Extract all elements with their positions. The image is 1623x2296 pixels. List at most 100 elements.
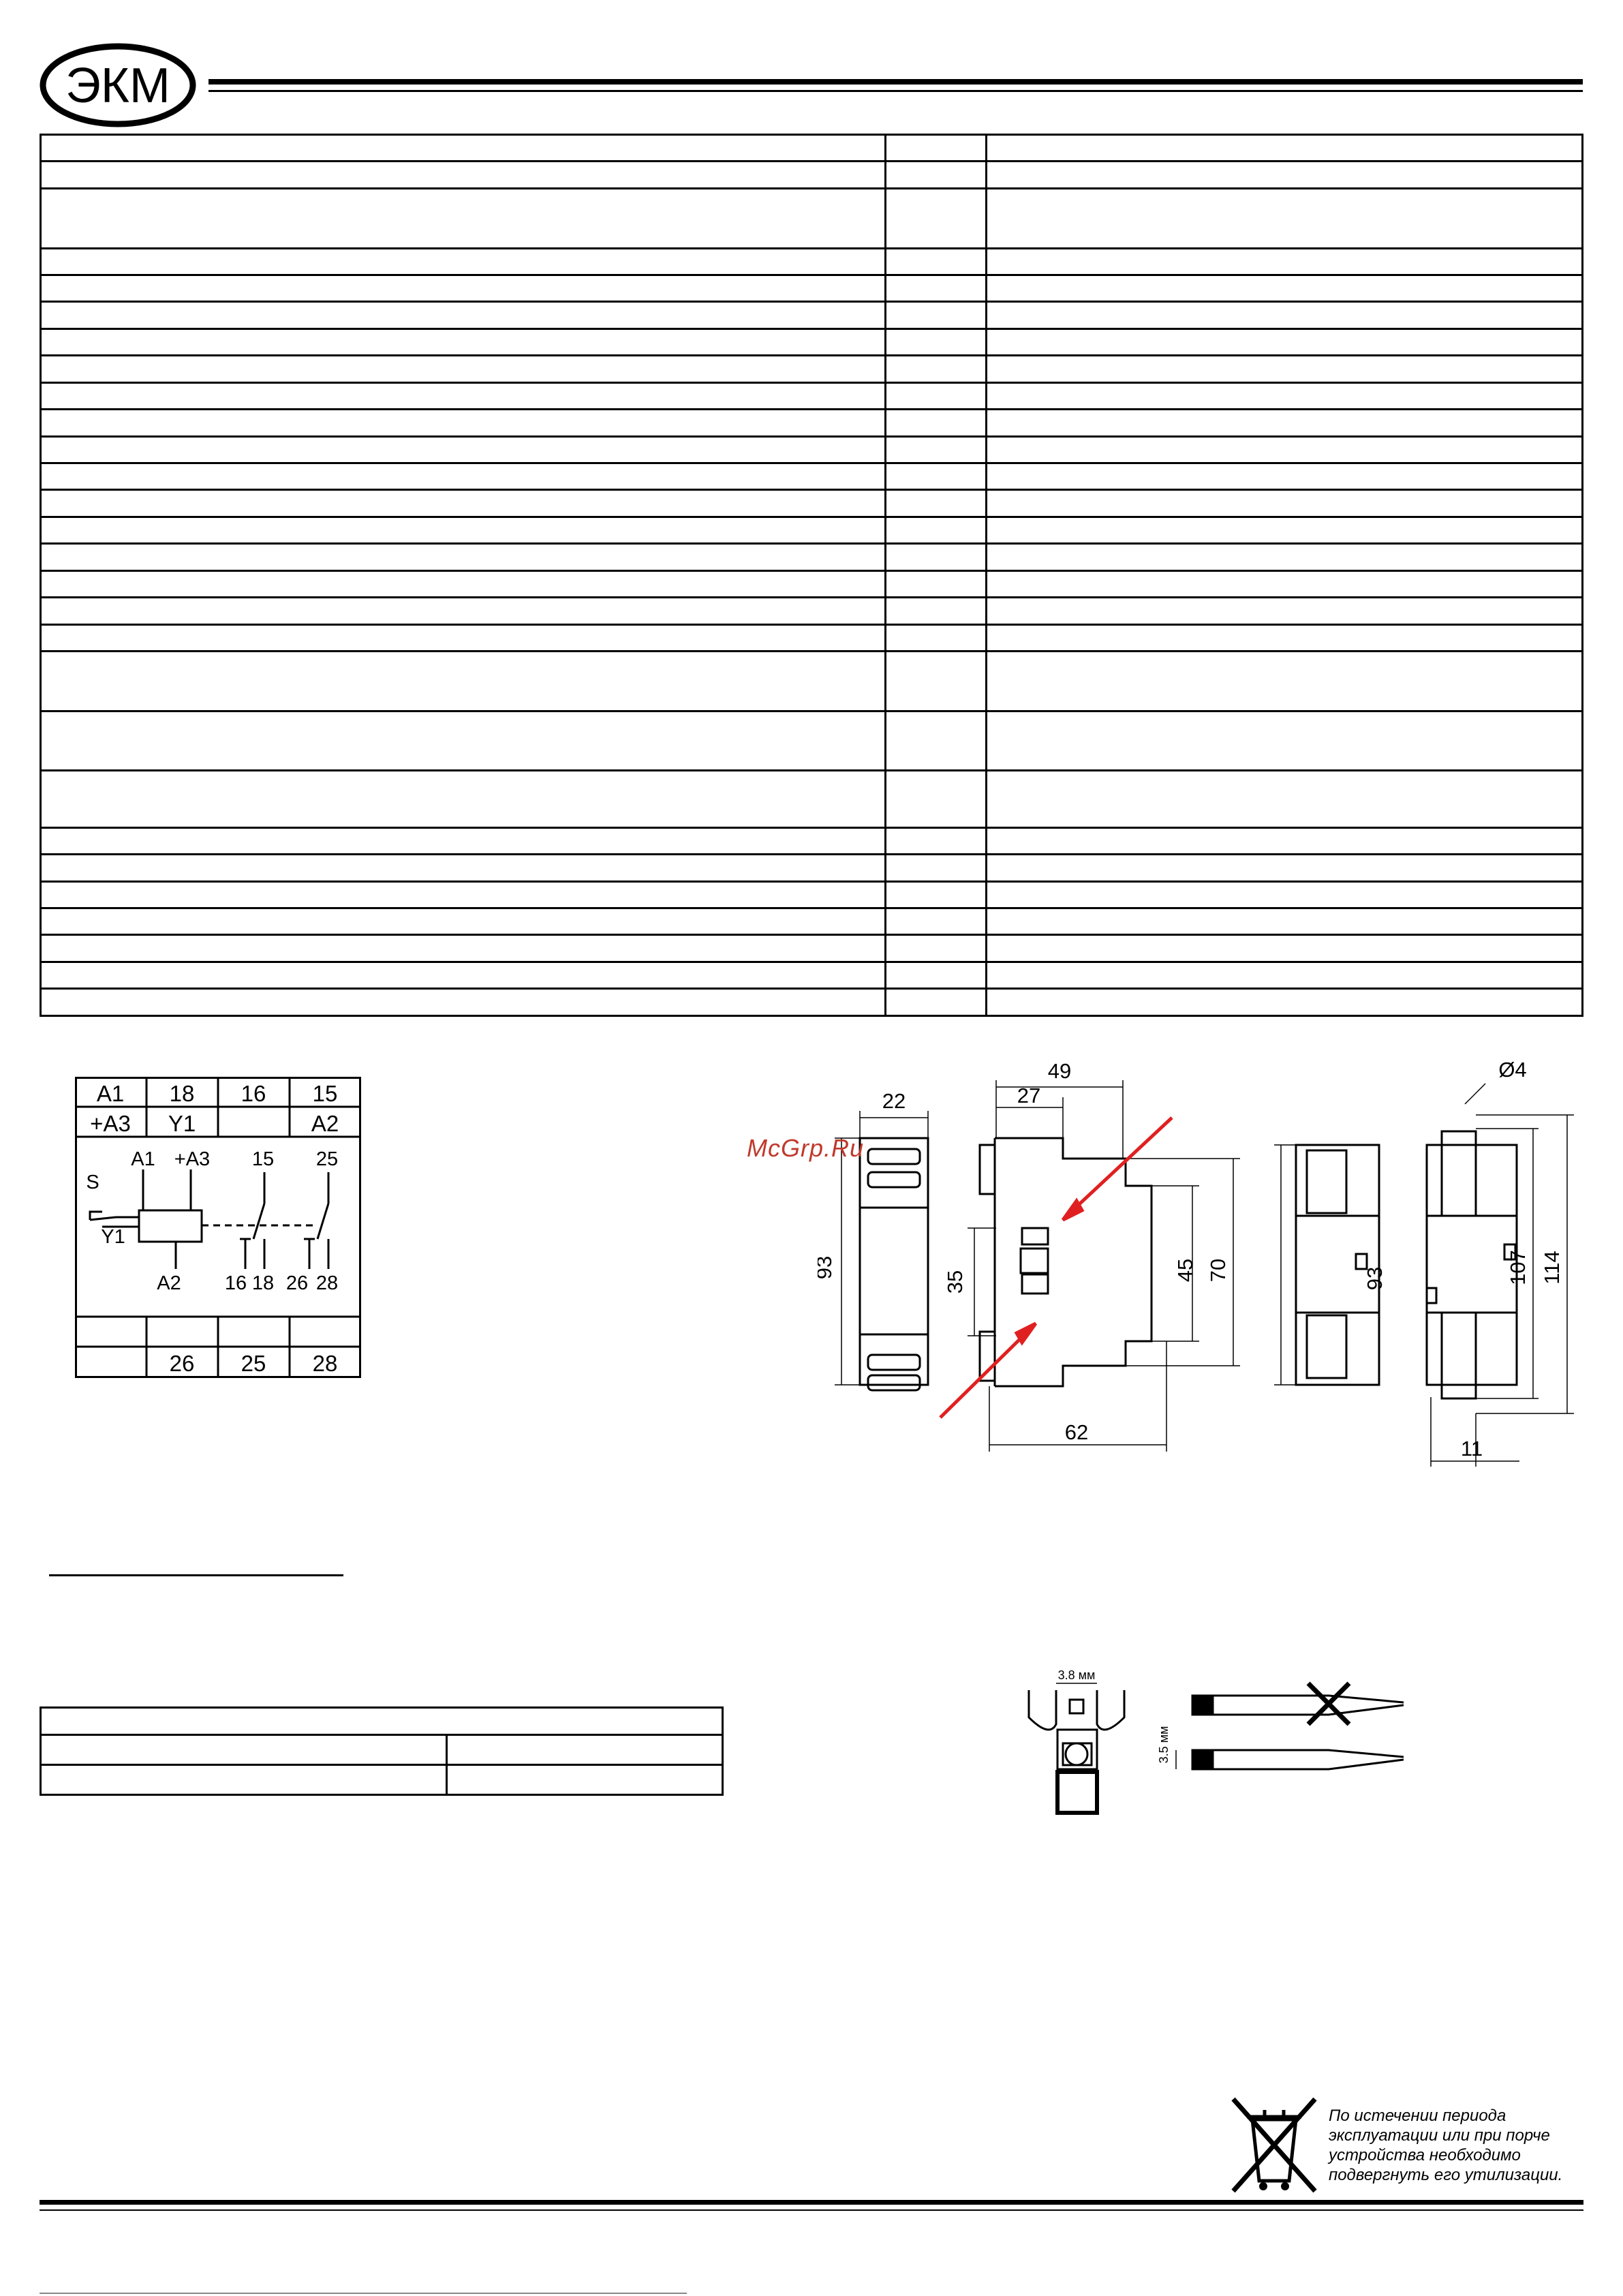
spec-row: [40, 301, 1583, 330]
spec-cell: [985, 650, 1583, 712]
spec-cell: [884, 960, 987, 990]
spec-cell: [884, 273, 987, 303]
spec-row: [40, 354, 1583, 384]
spec-cell: [985, 906, 1583, 936]
spec-cell: [985, 623, 1583, 653]
spec-cell: [884, 327, 987, 357]
spec-cell: [40, 623, 886, 653]
spec-cell: [985, 354, 1583, 384]
spec-cell: [985, 569, 1583, 599]
spec-row: [40, 489, 1583, 518]
spec-cell: [884, 381, 987, 411]
spec-cell: [884, 435, 987, 465]
dim-label: 114: [1540, 1251, 1564, 1284]
spec-cell: [985, 381, 1583, 411]
spec-row: [40, 623, 1583, 653]
spec-row: [40, 187, 1583, 249]
wire-table-cell: [40, 1764, 448, 1796]
spec-cell: [40, 462, 886, 491]
spec-cell: [40, 301, 886, 330]
spec-cell: [40, 960, 886, 990]
spec-cell: [985, 247, 1583, 276]
spec-cell: [40, 354, 886, 384]
spec-cell: [985, 301, 1583, 330]
spec-row: [40, 542, 1583, 572]
spec-cell: [40, 160, 886, 189]
spec-row: [40, 988, 1583, 1017]
dim-label: 93: [818, 1256, 836, 1279]
screw-width-label: 3.8 мм: [1058, 1668, 1096, 1682]
spec-row: [40, 381, 1583, 411]
section-underline: [49, 1574, 343, 1576]
spec-cell: [40, 381, 886, 411]
spec-cell: [884, 354, 987, 384]
spec-row: [40, 569, 1583, 599]
spec-cell: [884, 988, 987, 1017]
screw-thickness-label: 3.5 мм: [1157, 1726, 1171, 1764]
spec-cell: [40, 435, 886, 465]
dim-label: 49: [1048, 1059, 1071, 1083]
spec-row: [40, 133, 1583, 163]
spec-cell: [985, 960, 1583, 990]
spec-cell: [985, 709, 1583, 772]
spec-cell: [884, 906, 987, 936]
schematic-label: A1: [131, 1148, 155, 1170]
disposal-line: По истечении периода: [1329, 2107, 1506, 2125]
screwdriver-drawing: 3.8 мм 3.5 мм: [1027, 1668, 1404, 1815]
spec-cell: [40, 769, 886, 829]
term-cell: 16: [241, 1081, 266, 1106]
term-cell: +A3: [90, 1111, 131, 1136]
spec-cell: [40, 709, 886, 772]
spec-row: [40, 160, 1583, 189]
term-cell: 25: [241, 1351, 266, 1376]
spec-row: [40, 435, 1583, 465]
spec-cell: [40, 906, 886, 936]
spec-cell: [884, 596, 987, 626]
dimension-drawing: 22 93 49 27 35 45 70 62 93 Ø4 107 114 11: [818, 1058, 1574, 1467]
term-cell: 26: [170, 1351, 195, 1376]
schematic-label: 28: [316, 1272, 338, 1294]
dim-label: 35: [943, 1270, 967, 1294]
dim-label: 70: [1206, 1259, 1230, 1282]
spec-cell: [40, 247, 886, 276]
spec-cell: [985, 880, 1583, 910]
spec-cell: [985, 462, 1583, 491]
header-rule: [208, 79, 1583, 85]
spec-cell: [985, 934, 1583, 963]
schematic-label: 25: [316, 1148, 338, 1170]
spec-cell: [985, 826, 1583, 856]
spec-cell: [40, 515, 886, 545]
footer-rule-thin: [40, 2209, 1583, 2211]
spec-cell: [40, 273, 886, 303]
footer-rule-bottom: [40, 2293, 687, 2294]
spec-cell: [884, 853, 987, 883]
dim-label: 93: [1363, 1267, 1387, 1290]
schematic-label: 18: [252, 1272, 274, 1294]
spec-row: [40, 273, 1583, 303]
disposal-line: подвергнуть его утилизации.: [1329, 2166, 1563, 2184]
dim-label: 11: [1461, 1437, 1483, 1460]
term-cell: Y1: [168, 1111, 196, 1136]
spec-cell: [884, 880, 987, 910]
spec-row: [40, 462, 1583, 491]
spec-cell: [40, 327, 886, 357]
spec-cell: [40, 187, 886, 249]
spec-cell: [884, 301, 987, 330]
spec-cell: [985, 160, 1583, 189]
wire-table-cell: [40, 1734, 448, 1766]
schematic-label: 26: [286, 1272, 308, 1294]
spec-cell: [884, 826, 987, 856]
disposal-note: По истечении периода эксплуатации или пр…: [1329, 2106, 1588, 2185]
watermark: McGrp.Ru: [747, 1134, 865, 1162]
spec-cell: [985, 769, 1583, 829]
spec-cell: [884, 187, 987, 249]
spec-cell: [40, 988, 886, 1017]
dim-label: 27: [1017, 1084, 1040, 1107]
schematic-label: S: [86, 1172, 99, 1193]
spec-cell: [985, 408, 1583, 438]
footer-rule: [40, 2200, 1583, 2205]
schematic-label: 15: [252, 1148, 274, 1170]
spec-cell: [884, 160, 987, 189]
spec-cell: [40, 542, 886, 572]
spec-row: [40, 327, 1583, 357]
